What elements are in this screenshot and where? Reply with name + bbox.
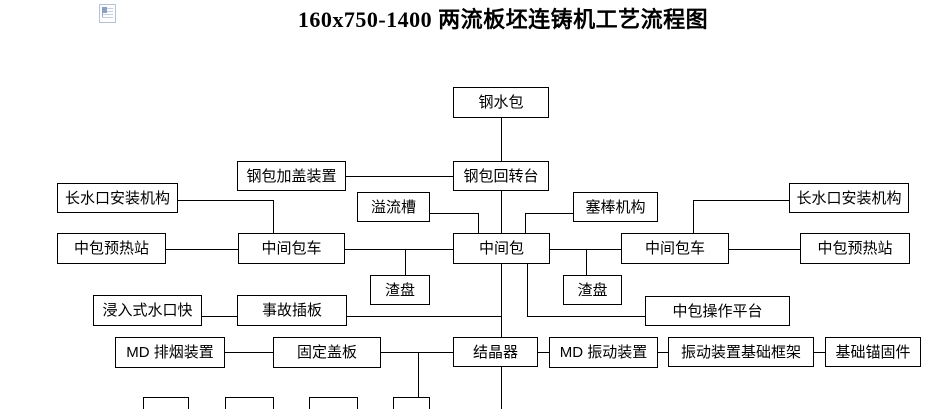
connector-line <box>178 200 273 201</box>
connector-line <box>525 213 526 233</box>
flow-node-foundation-anchor: 基础锚固件 <box>825 337 921 367</box>
connector-line <box>478 213 479 233</box>
flow-node-overflow-launder: 溢流槽 <box>357 192 430 222</box>
connector-line <box>347 316 502 317</box>
page-title: 160x750-1400 两流板坯连铸机工艺流程图 <box>297 7 709 32</box>
embedded-object-icon-flag <box>102 7 107 13</box>
flow-node-cut-box-4 <box>393 397 430 409</box>
flow-node-md-oscillation-device: MD 振动装置 <box>549 337 658 368</box>
flow-node-cut-box-2 <box>225 397 274 409</box>
flow-node-tundish-preheat-station-left: 中包预热站 <box>57 233 166 264</box>
connector-line <box>202 316 237 317</box>
flow-node-mold: 结晶器 <box>453 337 538 367</box>
connector-line <box>418 352 419 397</box>
embedded-object-icon-lines <box>102 8 113 20</box>
flow-node-tundish-preheat-station-right: 中包预热站 <box>800 233 910 264</box>
connector-line <box>501 367 502 409</box>
connector-line <box>527 264 528 316</box>
connector-line <box>538 352 549 353</box>
connector-line <box>814 352 825 353</box>
flow-node-tundish-car-right: 中间包车 <box>621 233 729 264</box>
connector-line <box>166 249 238 250</box>
flow-node-long-nozzle-installer-right: 长水口安装机构 <box>789 183 909 213</box>
connector-line <box>550 249 621 250</box>
flow-node-cut-box-3 <box>309 397 358 409</box>
flow-node-submerged-nozzle-quick: 浸入式水口快 <box>93 295 202 326</box>
connector-line <box>501 264 502 337</box>
connector-line <box>346 176 453 177</box>
flow-node-ladle: 钢水包 <box>453 87 549 118</box>
flow-node-long-nozzle-installer-left: 长水口安装机构 <box>57 183 178 213</box>
flow-node-tundish-car-left: 中间包车 <box>238 233 345 264</box>
connector-line <box>430 213 478 214</box>
connector-line <box>586 249 587 275</box>
flow-node-oscillation-foundation-frame: 振动装置基础框架 <box>668 337 814 367</box>
flow-node-tundish: 中间包 <box>453 233 550 264</box>
connector-line <box>658 352 668 353</box>
connector-line <box>405 249 406 275</box>
connector-line <box>501 191 502 233</box>
connector-line <box>381 352 453 353</box>
connector-line <box>501 118 502 161</box>
flow-node-slag-pan-right: 渣盘 <box>563 275 622 305</box>
flow-node-slag-pan-left: 渣盘 <box>370 275 430 305</box>
flow-node-tundish-operating-platform: 中包操作平台 <box>645 296 790 326</box>
connector-line <box>273 200 274 233</box>
connector-line <box>729 249 800 250</box>
connector-line <box>693 200 694 233</box>
connector-line <box>693 200 789 201</box>
flow-node-ladle-turret: 钢包回转台 <box>453 161 549 191</box>
connector-line <box>527 316 645 317</box>
flow-node-cut-box-1 <box>143 397 189 409</box>
flow-node-md-fume-exhaust-device: MD 排烟装置 <box>115 337 225 368</box>
flow-node-ladle-lid-device: 钢包加盖装置 <box>237 161 346 191</box>
connector-line <box>225 352 273 353</box>
flow-node-stopper-rod-mechanism: 塞棒机构 <box>573 192 658 222</box>
connector-line <box>525 213 573 214</box>
connector-line <box>345 249 453 250</box>
embedded-object-icon[interactable] <box>99 4 116 23</box>
flow-node-emergency-slide-gate: 事故插板 <box>237 295 347 326</box>
flow-node-fixed-cover-plate: 固定盖板 <box>273 337 381 368</box>
